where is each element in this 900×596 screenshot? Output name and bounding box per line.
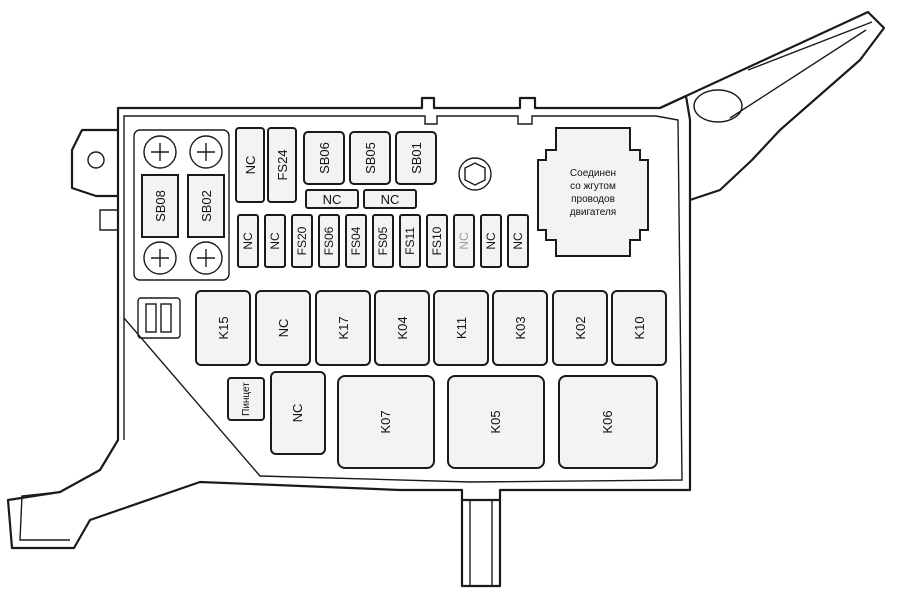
fuse-pair-top: NC FS24 [235,127,297,203]
connector-note-line-2: со жгутом [570,181,616,192]
fuse-label-sb01: SB01 [409,142,424,174]
relay-label-nc: NC [290,404,305,423]
fuse-label-nc: NC [243,156,258,175]
relay-label-k11: K11 [454,317,469,339]
fuse-label-fs06: FS06 [322,226,336,255]
relay-label-k04: K04 [395,316,410,339]
fuse-label-sb02: SB02 [199,190,214,222]
screw-icon [143,135,177,169]
sb-large-fuse-block: SB08 SB02 [133,129,230,281]
fuse-label-nc: NC [241,232,255,250]
fuse-label-nc: NC [457,232,471,250]
engine-harness-connector: Соединен со жгутом проводов двигателя [537,127,649,257]
fuse-label-fs20: FS20 [295,226,309,255]
fuse-label-sb08: SB08 [153,190,168,222]
relay-label-k03: K03 [513,316,528,339]
twin-slot [137,297,181,339]
relay-label-k07: K07 [378,410,393,433]
relay-label-k06: K06 [600,410,615,433]
connector-note-line-3: проводов [571,194,615,205]
relay-label-k02: K02 [573,316,588,339]
relay-row-bottom: NC K07 K05 K06 [270,371,658,469]
fuse-label-fs04: FS04 [349,226,363,255]
relay-label-nc: NC [276,319,291,338]
fuse-label-nc: NC [484,232,498,250]
fuse-box-housing [6,10,886,588]
fuse-label-fs24: FS24 [275,149,290,180]
relay-label-k15: K15 [216,316,231,339]
relay-row-top: K15 NC K17 K04 K11 K03 K02 K10 [195,290,667,366]
screw-icon [143,241,177,275]
mini-fuse-row: NC NC FS20 FS06 FS04 FS05 FS11 FS10 NC N… [237,214,529,268]
fuse-label-nc: NC [381,192,400,207]
fuse-label-fs11: FS11 [403,227,417,255]
fuse-label-fs05: FS05 [376,226,390,255]
fuse-label-nc: NC [323,192,342,207]
connector-note-line-4: двигателя [570,207,616,218]
screw-icon [189,135,223,169]
mounting-bolt-icon [458,157,492,191]
relay-label-k10: K10 [632,316,647,339]
fuse-label-nc: NC [511,232,525,250]
fuse-label-nc: NC [268,232,282,250]
relay-label-k05: K05 [488,410,503,433]
sb-fuse-row: SB06 SB05 SB01 [303,131,437,185]
tweezers-slot: Пинцет [227,377,265,421]
tweezers-label: Пинцет [241,382,252,416]
connector-note-line-1: Соединен [570,168,616,179]
screw-icon [189,241,223,275]
nc-horizontal-pair: NC NC [305,189,417,209]
fuse-label-sb06: SB06 [317,142,332,174]
relay-label-k17: K17 [336,316,351,339]
fuse-label-fs10: FS10 [430,226,444,255]
fuse-label-sb05: SB05 [363,142,378,174]
